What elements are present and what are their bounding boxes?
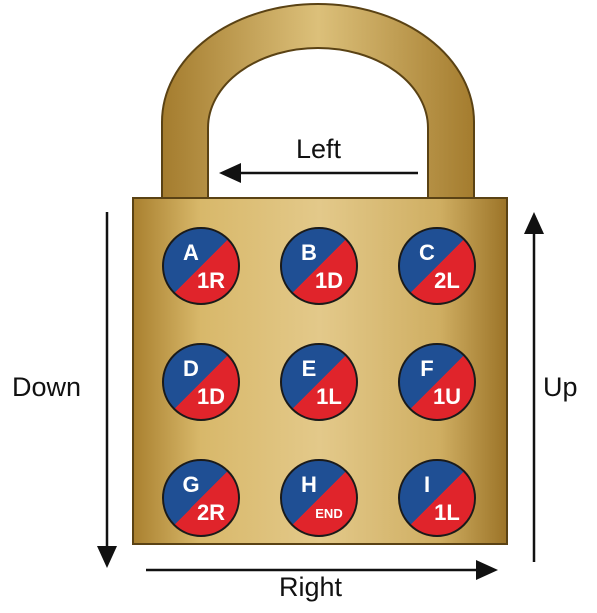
button-letter: I [424, 472, 430, 497]
button-letter: F [420, 356, 433, 381]
button-disc [398, 343, 476, 421]
up-arrow [524, 212, 544, 562]
button-c[interactable]: C 2L [398, 227, 476, 305]
button-disc [162, 227, 240, 305]
button-g[interactable]: G 2R [162, 459, 240, 537]
down-label: Down [12, 372, 82, 402]
button-letter: G [182, 472, 199, 497]
button-move: END [315, 506, 342, 521]
button-disc [280, 343, 358, 421]
button-disc [280, 459, 358, 537]
button-disc [398, 227, 476, 305]
left-arrow [219, 163, 418, 183]
button-disc [280, 227, 358, 305]
button-move: 1D [315, 268, 343, 293]
button-disc [162, 459, 240, 537]
shackle [161, 3, 475, 199]
right-arrow [146, 560, 498, 580]
button-f[interactable]: F1U [398, 343, 476, 421]
button-h[interactable]: H END [280, 459, 358, 537]
up-label: Up [543, 372, 578, 402]
button-e[interactable]: E 1L [280, 343, 358, 421]
button-i[interactable]: I1L [398, 459, 476, 537]
button-move: 1L [316, 384, 342, 409]
button-move: 1L [434, 500, 460, 525]
button-d[interactable]: D 1D [162, 343, 240, 421]
button-move: 2R [197, 500, 225, 525]
button-letter: A [183, 240, 199, 265]
button-letter: E [302, 356, 317, 381]
button-move: 1D [197, 384, 225, 409]
down-arrow [97, 212, 117, 568]
button-move: 2L [434, 268, 460, 293]
button-a[interactable]: A 1R [162, 227, 240, 305]
button-b[interactable]: B 1D [280, 227, 358, 305]
button-move: 1U [433, 384, 461, 409]
right-label: Right [279, 572, 343, 602]
button-move: 1R [197, 268, 225, 293]
button-letter: D [183, 356, 199, 381]
button-letter: H [301, 472, 317, 497]
button-disc [162, 343, 240, 421]
button-disc [398, 459, 476, 537]
button-letter: B [301, 240, 317, 265]
left-label: Left [296, 134, 342, 164]
button-letter: C [419, 240, 435, 265]
